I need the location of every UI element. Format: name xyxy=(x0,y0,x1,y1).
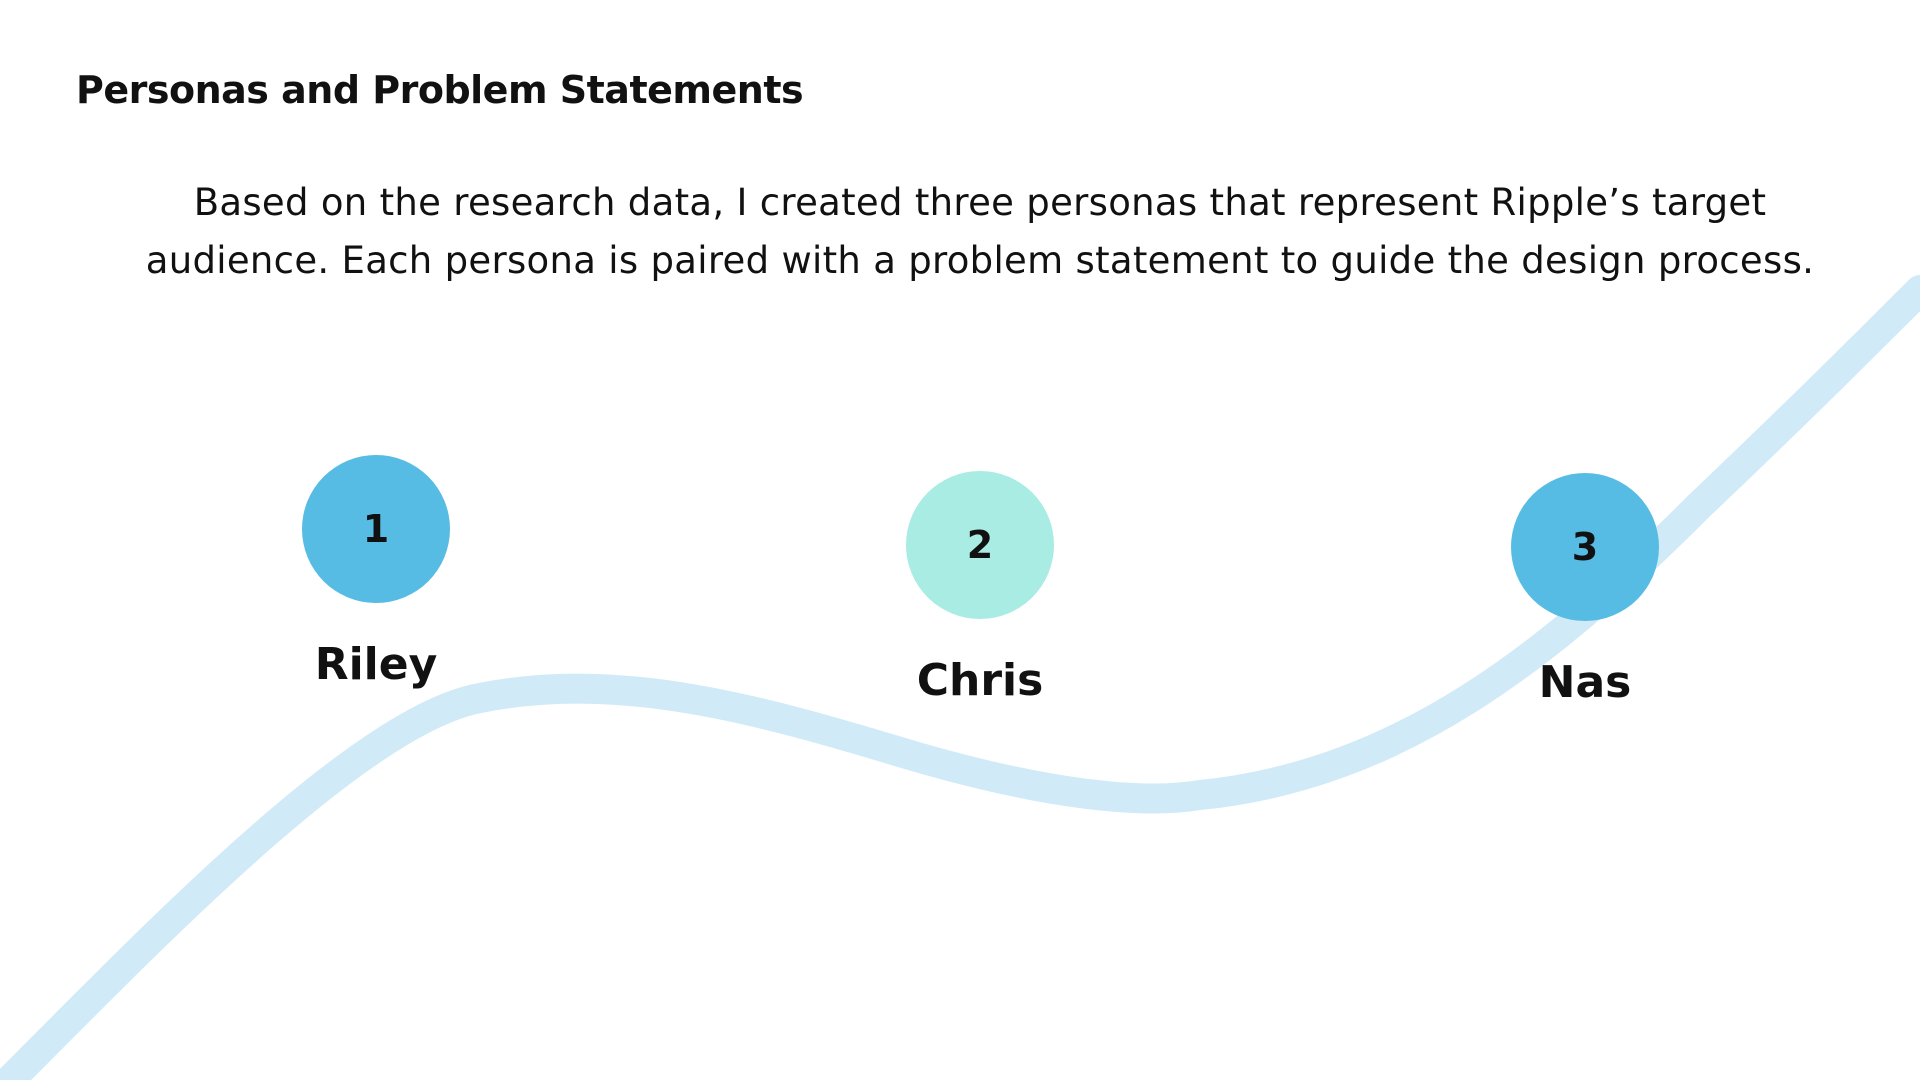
persona-name: Nas xyxy=(1538,657,1632,708)
persona-chris: 2 Chris xyxy=(830,471,1130,706)
persona-number-badge: 2 xyxy=(906,471,1054,619)
intro-paragraph: Based on the research data, I created th… xyxy=(120,174,1840,290)
persona-riley: 1 Riley xyxy=(226,455,526,690)
persona-nas: 3 Nas xyxy=(1435,473,1735,708)
page-title: Personas and Problem Statements xyxy=(76,68,804,112)
persona-number-badge: 3 xyxy=(1511,473,1659,621)
persona-name: Riley xyxy=(314,639,438,690)
persona-name: Chris xyxy=(916,655,1044,706)
intro-line-1: Based on the research data, I created th… xyxy=(193,181,1767,224)
persona-number-badge: 1 xyxy=(302,455,450,603)
intro-line-2: audience. Each persona is paired with a … xyxy=(145,239,1815,282)
